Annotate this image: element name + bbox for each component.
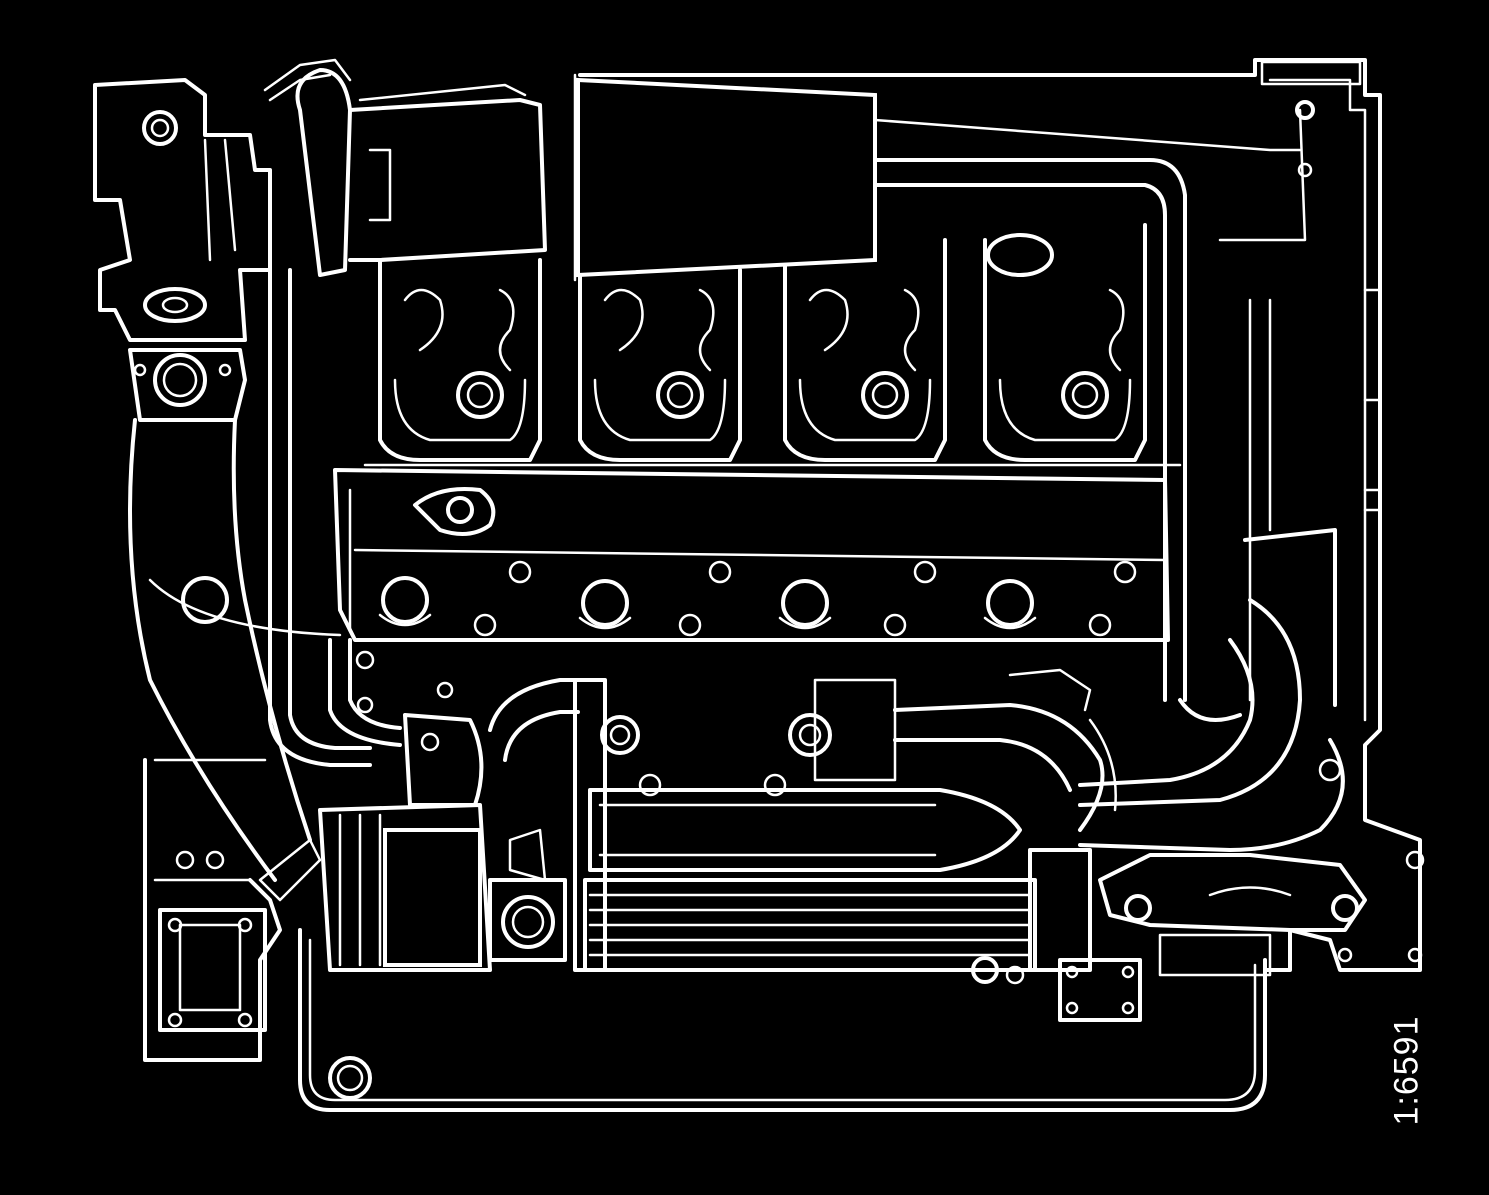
intake-runner-2 bbox=[578, 268, 742, 462]
intake-runner-3 bbox=[783, 238, 947, 462]
oil-sump bbox=[298, 928, 1267, 1112]
valve-cover bbox=[333, 468, 1170, 670]
engine-block-outline bbox=[578, 58, 1422, 972]
reference-code-text: 1:6591 bbox=[1387, 1015, 1426, 1125]
cover-bolts bbox=[355, 560, 1137, 670]
lower-coolant-hose bbox=[128, 418, 342, 902]
charge-air-pipe bbox=[348, 83, 547, 262]
intake-runner-4 bbox=[983, 223, 1147, 462]
intake-hose-upper bbox=[263, 58, 352, 277]
intake-runner-1 bbox=[378, 258, 542, 462]
right-coolant-pipes bbox=[1078, 528, 1345, 852]
turbocharger bbox=[318, 678, 582, 972]
left-vertical-pipe bbox=[268, 268, 402, 767]
oil-filter-housing bbox=[143, 758, 282, 1062]
spark-plug-wells bbox=[378, 576, 1037, 630]
figure-reference-code: 1:6591 bbox=[1372, 1010, 1442, 1130]
left-mount-bracket bbox=[93, 78, 272, 342]
intake-runners bbox=[363, 223, 1182, 467]
thermostat-housing bbox=[128, 348, 247, 422]
upper-coolant-pipe bbox=[873, 100, 1315, 702]
egr-cooler bbox=[573, 678, 1022, 972]
oil-cooler bbox=[583, 848, 1092, 985]
egr-pipe bbox=[788, 668, 1105, 832]
lower-right-plate bbox=[1058, 933, 1272, 1022]
air-filter-housing bbox=[573, 73, 877, 282]
misc-fasteners bbox=[356, 162, 1313, 714]
right-lower-bracket bbox=[1098, 758, 1425, 963]
